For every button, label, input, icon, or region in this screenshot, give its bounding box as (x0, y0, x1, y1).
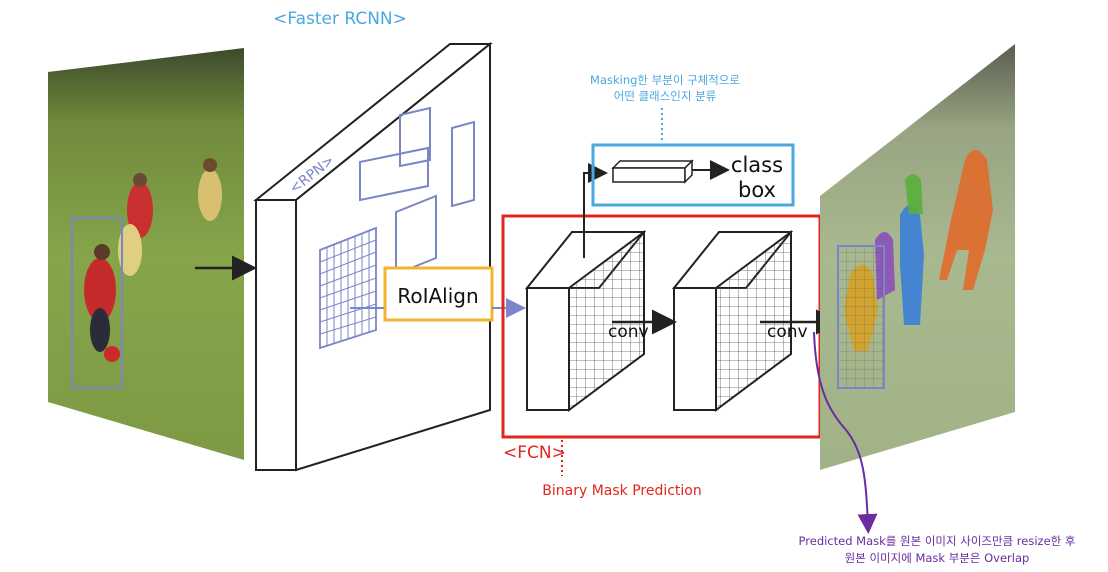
feature-map-2 (671, 230, 794, 412)
mask-blue (900, 205, 924, 325)
class-box-container (591, 143, 795, 207)
roi-grid (319, 226, 377, 350)
proposal-box-1 (359, 146, 429, 202)
proposal-box-4 (395, 194, 437, 276)
proposal-box-2 (399, 106, 431, 168)
fc-layer (611, 159, 694, 184)
predicted-note-line1: Predicted Mask를 원본 이미지 사이즈만큼 resize한 후 (799, 534, 1076, 548)
masking-note-line2: 어떤 클래스인지 분류 (614, 89, 717, 103)
mask-orange (939, 150, 993, 290)
conv-label-1: conv (608, 322, 649, 342)
roialign-label: RoIAlign (397, 284, 478, 308)
roialign-box (383, 266, 494, 322)
output-image (820, 44, 1015, 470)
faster-rcnn-label: <Faster RCNN> (273, 9, 407, 29)
faster-rcnn-block (253, 41, 493, 472)
input-image (48, 48, 244, 460)
fcn-label: <FCN> (503, 443, 566, 463)
mask-green (905, 174, 923, 214)
proposal-box-3 (451, 120, 475, 208)
input-players (84, 158, 222, 362)
masking-note-line1: Masking한 부분이 구체적으로 (590, 73, 740, 87)
box-label: box (738, 178, 776, 202)
class-label: class (731, 153, 783, 177)
predicted-note-line2: 원본 이미지에 Mask 부분은 Overlap (845, 551, 1030, 565)
binary-mask-label: Binary Mask Prediction (542, 483, 702, 499)
output-roi-grid (837, 245, 885, 389)
fcn-to-classbox-arrow (583, 163, 608, 258)
feature-map-1 (524, 230, 647, 412)
input-roi-box (71, 217, 123, 389)
predicted-mask-arrow (813, 331, 878, 534)
conv-label-2: conv (767, 322, 808, 342)
